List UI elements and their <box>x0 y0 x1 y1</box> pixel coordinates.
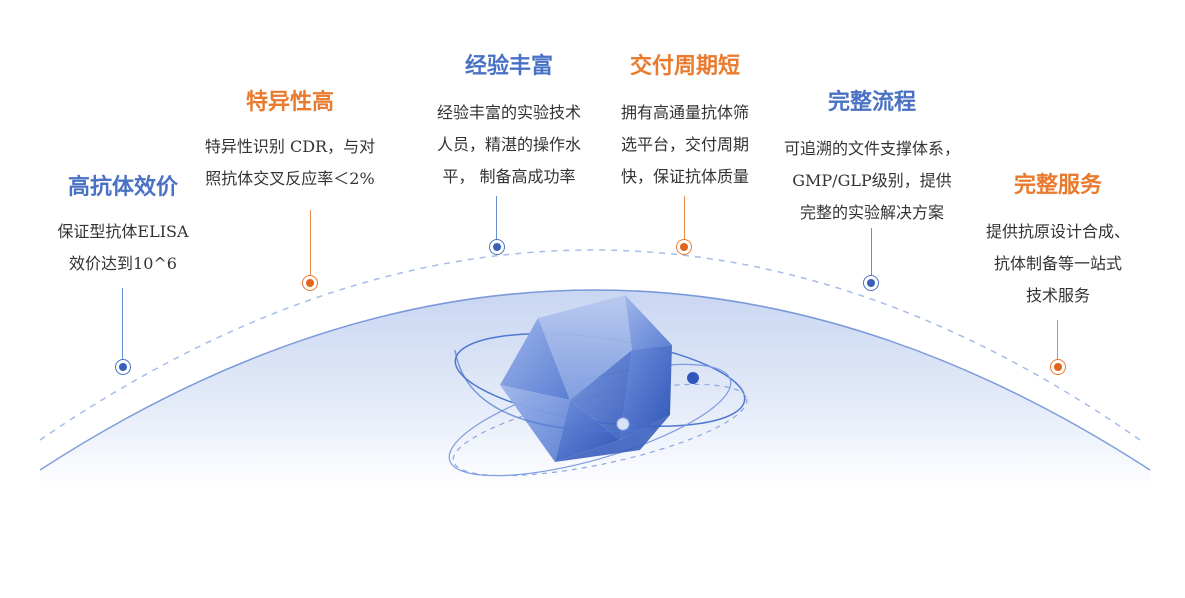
connector-line-3 <box>496 196 497 240</box>
connector-line-4 <box>684 196 685 240</box>
orbit-dot-dark <box>687 372 699 384</box>
description-line: 经验丰富的实验技术 <box>436 103 581 122</box>
description-line: GMP/GLP级别，提供 <box>792 171 952 190</box>
marker-dot-2 <box>302 275 318 291</box>
orbit-ring-front <box>454 349 651 432</box>
orbit-dot-light <box>616 417 630 431</box>
description-line: 选平台，交付周期 <box>620 135 749 154</box>
feature-complete-service: 完整服务 提供抗原设计合成、 抗体制备等一站式 技术服务 <box>972 172 1144 312</box>
feature-title: 交付周期短 <box>629 54 740 79</box>
marker-dot-5 <box>863 275 879 291</box>
feature-experienced: 经验丰富 经验丰富的实验技术 人员，精湛的操作水 平， 制备高成功率 <box>420 53 598 193</box>
feature-description: 经验丰富的实验技术 人员，精湛的操作水 平， 制备高成功率 <box>420 97 598 193</box>
feature-short-delivery: 交付周期短 拥有高通量抗体筛 选平台，交付周期 快，保证抗体质量 <box>598 53 772 193</box>
feature-high-titer: 高抗体效价 保证型抗体ELISA 效价达到10^6 <box>34 174 212 280</box>
description-line: 完整的实验解决方案 <box>799 203 944 222</box>
description-line: 提供抗原设计合成、 <box>985 222 1130 241</box>
feature-description: 可追溯的文件支撑体系， GMP/GLP级别，提供 完整的实验解决方案 <box>778 133 966 229</box>
description-line: 保证型抗体ELISA <box>57 222 189 241</box>
description-line: 特异性识别 CDR，与对 <box>204 137 376 156</box>
feature-title: 经验丰富 <box>464 54 553 79</box>
marker-dot-3 <box>489 239 505 255</box>
marker-dot-1 <box>115 359 131 375</box>
dashed-orbit-arc <box>39 249 1141 441</box>
feature-high-specificity: 特异性高 特异性识别 CDR，与对 照抗体交叉反应率＜2% <box>188 89 392 195</box>
feature-complete-process: 完整流程 可追溯的文件支撑体系， GMP/GLP级别，提供 完整的实验解决方案 <box>778 89 966 229</box>
feature-description: 提供抗原设计合成、 抗体制备等一站式 技术服务 <box>972 216 1144 312</box>
description-line: 抗体制备等一站式 <box>993 254 1122 273</box>
description-line: 拥有高通量抗体筛 <box>620 103 749 122</box>
connector-line-6 <box>1057 320 1058 360</box>
feature-title: 特异性高 <box>245 90 334 115</box>
feature-title: 高抗体效价 <box>67 175 178 200</box>
feature-description: 特异性识别 CDR，与对 照抗体交叉反应率＜2% <box>188 131 392 195</box>
description-line: 快，保证抗体质量 <box>620 167 749 186</box>
dome-edge <box>39 289 1151 471</box>
connector-line-5 <box>871 228 872 276</box>
description-line: 人员，精湛的操作水 <box>436 135 581 154</box>
feature-description: 拥有高通量抗体筛 选平台，交付周期 快，保证抗体质量 <box>598 97 772 193</box>
feature-title: 完整流程 <box>827 90 916 115</box>
description-line: 技术服务 <box>1025 286 1090 305</box>
icosahedron <box>500 295 672 462</box>
description-line: 平， 制备高成功率 <box>442 167 576 186</box>
description-line: 可追溯的文件支撑体系， <box>783 139 960 158</box>
feature-description: 保证型抗体ELISA 效价达到10^6 <box>34 216 212 280</box>
description-line: 效价达到10^6 <box>69 254 177 273</box>
connector-line-1 <box>122 288 123 360</box>
connector-line-2 <box>310 210 311 276</box>
marker-dot-4 <box>676 239 692 255</box>
description-line: 照抗体交叉反应率＜2% <box>205 169 375 188</box>
feature-title: 完整服务 <box>1013 173 1102 198</box>
marker-dot-6 <box>1050 359 1066 375</box>
orbit-ring-3 <box>452 383 748 477</box>
